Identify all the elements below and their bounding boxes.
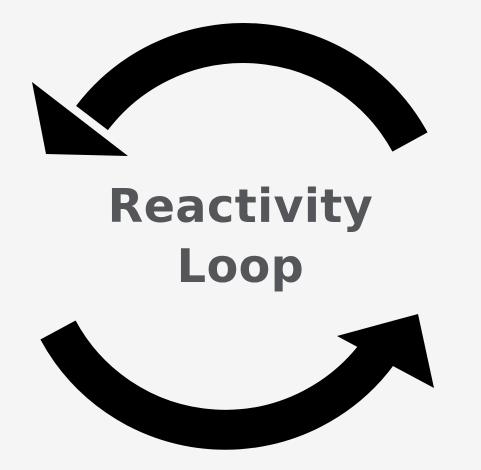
diagram-title-line1: Reactivity: [107, 179, 374, 233]
bottom-arc-arrow-icon: [40, 314, 434, 450]
diagram-title-line2: Loop: [176, 239, 305, 293]
top-arc-arrow-icon: [32, 23, 428, 156]
